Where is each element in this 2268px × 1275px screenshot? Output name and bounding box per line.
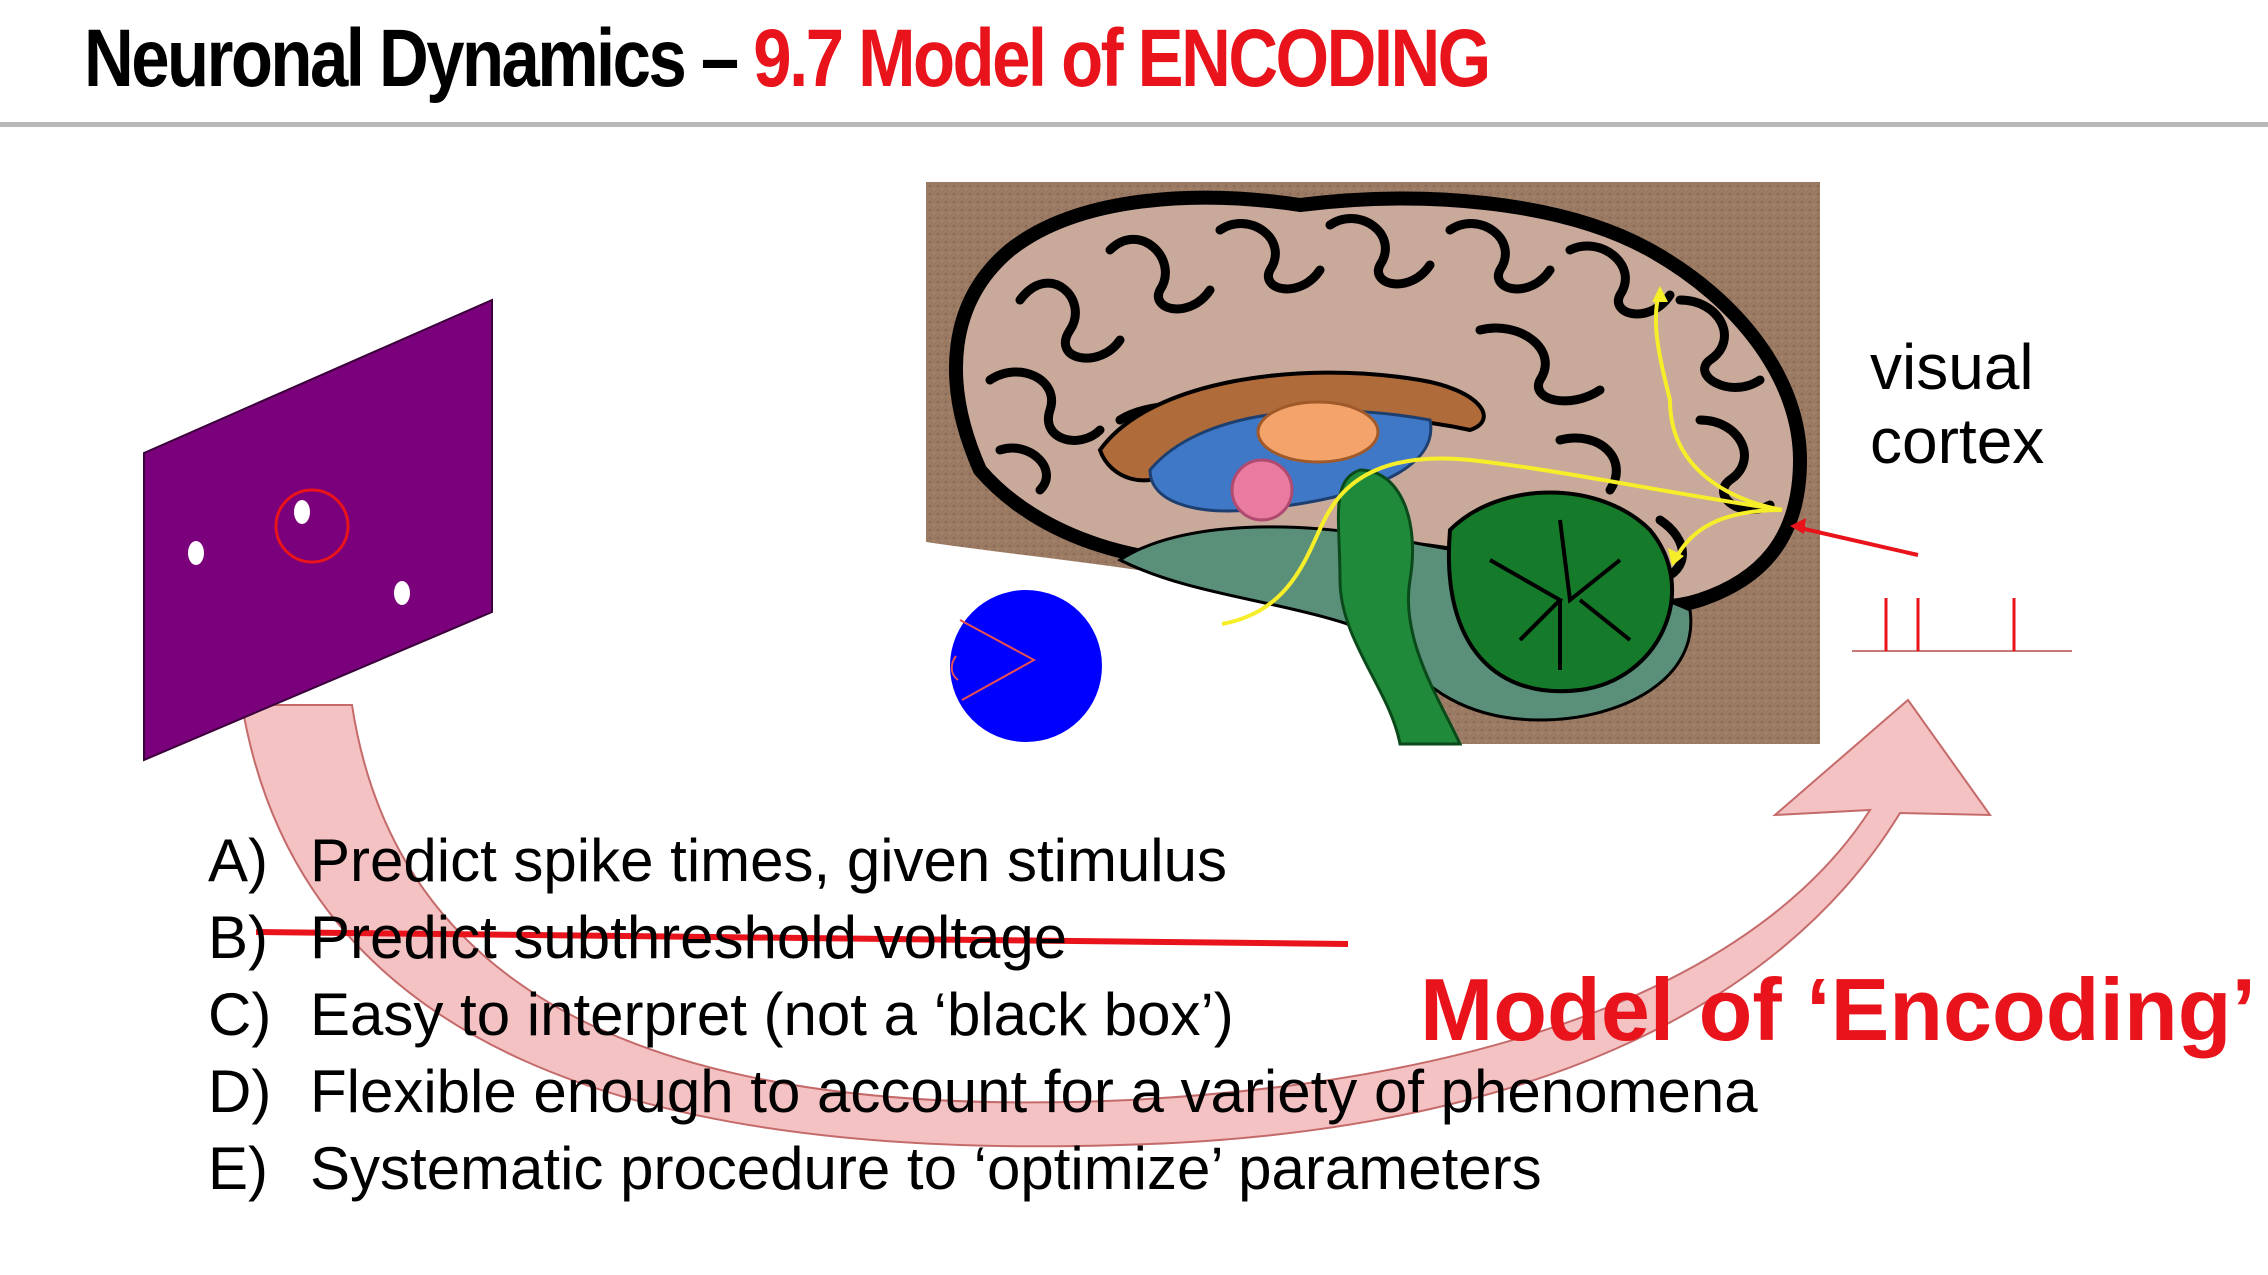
list-item: A) Predict spike times, given stimulus [208, 822, 1758, 899]
list-letter: C) [208, 981, 272, 1048]
cortex-pointer-arrow [1790, 518, 1919, 557]
title-main: Neuronal Dynamics – [84, 13, 739, 104]
strikethrough-line [255, 929, 1349, 947]
list-item: D) Flexible enough to account for a varie… [208, 1053, 1758, 1130]
receptive-field-circle [274, 488, 350, 564]
stimulus-dot [394, 581, 410, 605]
brain-illustration [926, 182, 1820, 746]
list-letter: B) [208, 904, 268, 971]
cortex-label-line2: cortex [1870, 405, 2045, 477]
list-text: Systematic procedure to ‘optimize’ param… [310, 1135, 1542, 1202]
title-bar: Neuronal Dynamics – 9.7 Model of ENCODIN… [0, 0, 2268, 127]
list-letter: A) [208, 827, 268, 894]
stimulus-dot [294, 500, 310, 524]
thalamus [1256, 400, 1380, 464]
midbrain-nucleus [1230, 458, 1294, 522]
cortex-label-line1: visual [1870, 331, 2034, 403]
title-sub: 9.7 Model of ENCODING [753, 13, 1491, 104]
visual-cortex-label: visual cortex [1870, 330, 2044, 478]
list-item: C) Easy to interpret (not a ‘black box’) [208, 976, 1758, 1053]
model-of-encoding-label: Model of ‘Encoding’ [1420, 960, 2256, 1059]
list-text: Predict subthreshold voltage [310, 904, 1068, 971]
spike-train [1852, 598, 2072, 652]
slide-title: Neuronal Dynamics – 9.7 Model of ENCODIN… [84, 4, 1491, 114]
list-item: E) Systematic procedure to ‘optimize’ par… [208, 1130, 1758, 1207]
list-text: Predict spike times, given stimulus [310, 827, 1227, 894]
stimulus-screen [143, 298, 493, 762]
eye [950, 590, 1102, 742]
list-letter: E) [208, 1135, 268, 1202]
list-item: B) Predict subthreshold voltage [208, 899, 1758, 976]
encoding-arrow [240, 698, 1992, 1148]
cerebellum [1446, 490, 1675, 694]
brainstem [1336, 468, 1463, 746]
list-text: Flexible enough to account for a variety… [310, 1058, 1758, 1125]
list-letter: D) [208, 1058, 272, 1125]
list-text: Easy to interpret (not a ‘black box’) [310, 981, 1234, 1048]
visual-pathway [1221, 289, 1783, 626]
stimulus-dot [188, 541, 204, 565]
requirements-list: A) Predict spike times, given stimulus B)… [208, 822, 1758, 1207]
